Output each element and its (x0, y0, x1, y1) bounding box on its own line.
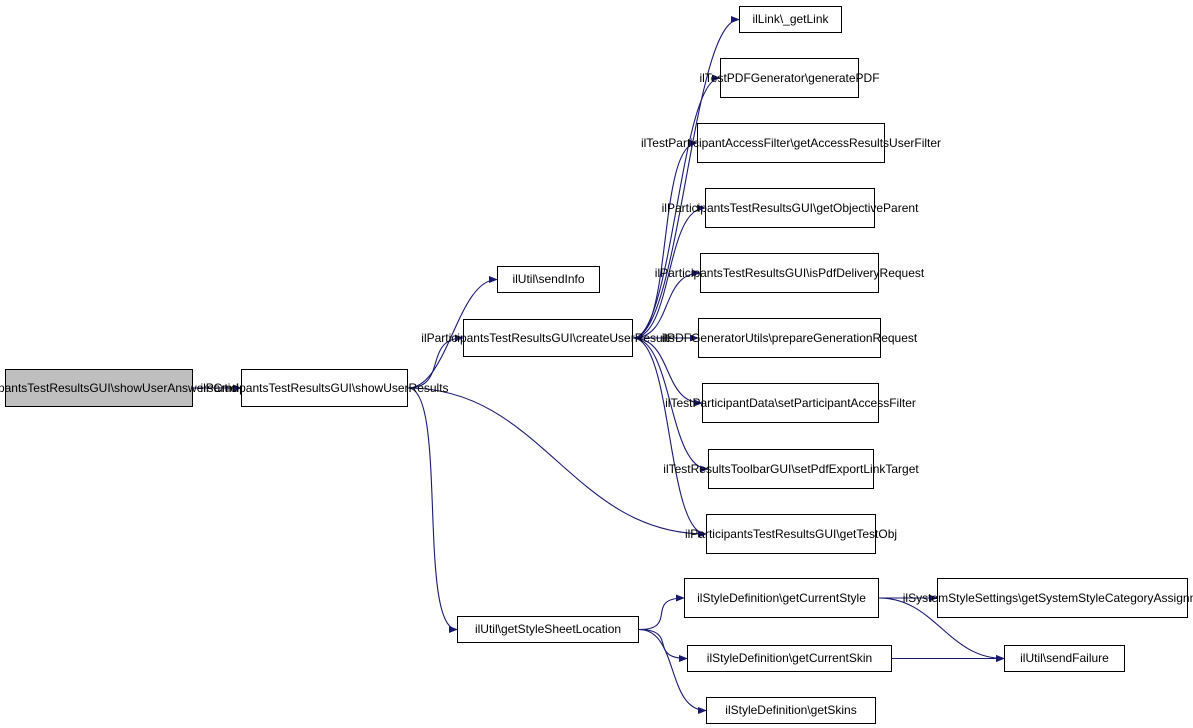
edge-createUserResults-to-getLink (632, 15, 740, 339)
node-label: ilTestParticipantData (665, 395, 775, 410)
node-label: ilTestPDFGenerator (699, 70, 805, 85)
edge-showUserResults-to-sendInfo (407, 275, 498, 389)
node-label: Style (839, 590, 866, 605)
node-label: ilStyleDefinition\getCurrentSkin (706, 651, 873, 665)
node-label: GUI\getTestObj (815, 526, 898, 541)
node-label: \setPdfExportLinkTarget (791, 461, 919, 476)
node-label: ilParticipantsTestResults (0, 380, 90, 395)
node-get-skins[interactable]: ilStyleDefinition\getSkins (706, 697, 876, 724)
node-get-current-style[interactable]: ilStyleDefinition\getCurrent Style (684, 578, 879, 618)
node-label: ilUtil\sendInfo (512, 272, 585, 286)
edge-createUserResults-to-getTestObj (632, 337, 707, 538)
node-set-pdf-export-link-target[interactable]: ilTestResultsToolbarGUI \setPdfExportLin… (663, 449, 919, 489)
node-is-pdf-delivery-request[interactable]: ilParticipantsTestResults GUI\isPdfDeliv… (655, 253, 924, 293)
node-label: GUI\showUserAnswersCmd (89, 380, 239, 395)
edge-createUserResults-to-setParticipantAccessFilter (632, 337, 703, 407)
node-label: ilTestResultsToolbarGUI (663, 461, 792, 476)
edge-createUserResults-to-getAccessResultsUserFilter (632, 139, 698, 339)
node-show-user-results[interactable]: ilParticipantsTestResults GUI\showUserRe… (200, 369, 449, 407)
node-label: ilUtil\sendFailure (1020, 651, 1109, 665)
node-label: ilParticipantsTestResults (654, 265, 785, 280)
node-send-info[interactable]: ilUtil\sendInfo (497, 266, 600, 293)
node-label: ilParticipantsTestResults (421, 330, 552, 345)
node-get-current-skin[interactable]: ilStyleDefinition\getCurrentSkin (687, 645, 892, 672)
node-label: ilParticipantsTestResults (661, 200, 792, 215)
edge-showUserResults-to-createUserResults (407, 334, 464, 389)
node-set-participant-access-filter[interactable]: ilTestParticipantData \setParticipantAcc… (665, 383, 916, 423)
edge-getStyleSheetLocation-to-getCurrentSkin (638, 628, 688, 663)
node-show-user-answers-cmd: ilParticipantsTestResults GUI\showUserAn… (0, 369, 239, 407)
node-prepare-generation-request[interactable]: ilPDFGeneratorUtils \prepareGenerationRe… (662, 318, 917, 358)
node-label: \generatePDF (804, 70, 880, 85)
node-create-user-results[interactable]: ilParticipantsTestResults GUI\createUser… (421, 319, 675, 357)
node-label: ilSystemStyleSettings (902, 590, 1019, 605)
node-get-objective-parent[interactable]: ilParticipantsTestResults GUI\getObjecti… (662, 188, 918, 228)
node-label: ilStyleDefinition\getSkins (725, 703, 857, 717)
node-generate-pdf[interactable]: ilTestPDFGenerator \generatePDF (699, 58, 880, 98)
edge-createUserResults-to-setPdfExportLinkTarget (632, 337, 709, 473)
node-label: \prepareGenerationRequest (768, 330, 918, 345)
edge-getCurrentStyle-to-sendFailure (878, 597, 1005, 663)
edge-createUserResults-to-generatePDF (632, 74, 721, 339)
edge-getStyleSheetLocation-to-getSkins (638, 628, 707, 715)
node-label: GUI\getObjectiveParent (791, 200, 919, 215)
node-label: ilLink\_getLink (752, 12, 829, 26)
edge-createUserResults-to-isPdfDeliveryRequest (632, 269, 701, 339)
node-label: \setParticipantAccessFilter (774, 395, 916, 410)
node-label: \getAccessResultsUserFilter (790, 135, 942, 150)
node-label: GUI\showUserResults (330, 380, 449, 395)
node-get-access-results-user-filter[interactable]: ilTestParticipantAccessFilter \getAccess… (641, 123, 941, 163)
edge-showUserResults-to-getTestObj (407, 387, 707, 538)
edge-getStyleSheetLocation-to-getCurrentStyle (638, 594, 685, 631)
node-label: GUI\createUserResults (551, 330, 675, 345)
node-send-failure[interactable]: ilUtil\sendFailure (1004, 645, 1125, 672)
node-label: ilParticipantsTestResults (200, 380, 331, 395)
node-get-system-style-category-assignments[interactable]: ilSystemStyleSettings \getSystemStyleCat… (903, 578, 1193, 618)
node-get-link[interactable]: ilLink\_getLink (739, 6, 842, 33)
node-get-style-sheet-location[interactable]: ilUtil\getStyleSheetLocation (457, 616, 639, 643)
node-label: ilParticipantsTestResults (684, 526, 816, 541)
node-label: ilPDFGeneratorUtils (661, 330, 769, 345)
edge-showUserResults-to-getStyleSheetLocation (407, 387, 458, 634)
node-get-test-obj[interactable]: ilParticipantsTestResults GUI\getTestObj (685, 514, 897, 554)
node-label: ilStyleDefinition\getCurrent (697, 590, 840, 605)
node-label: \getSystemStyleCategoryAssignments (1018, 590, 1193, 605)
node-label: ilUtil\getStyleSheetLocation (474, 622, 622, 636)
edge-createUserResults-to-getObjectiveParent (632, 204, 706, 339)
node-label: ilTestParticipantAccessFilter (640, 135, 791, 150)
node-label: GUI\isPdfDeliveryRequest (784, 265, 925, 280)
